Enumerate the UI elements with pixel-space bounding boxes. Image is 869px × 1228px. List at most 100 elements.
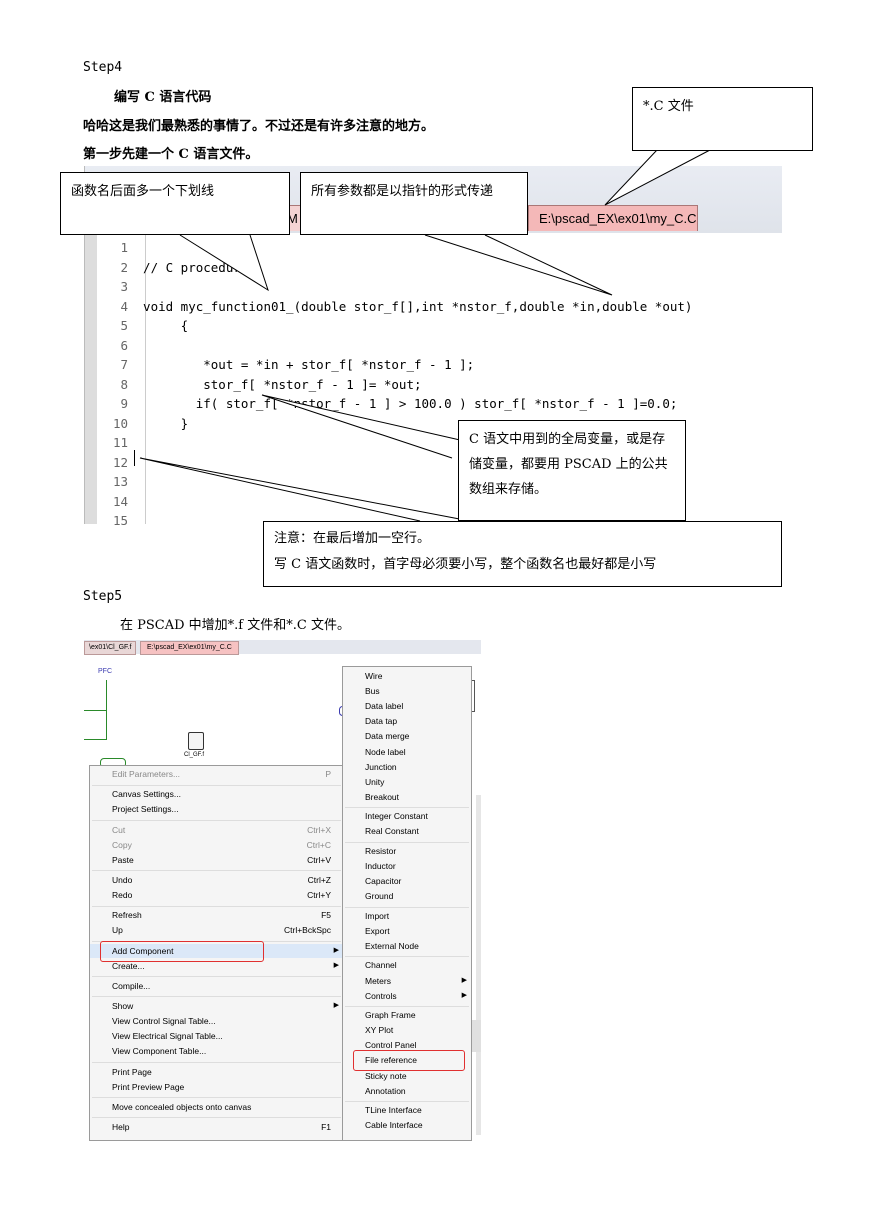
menu-item[interactable]: View Electrical Signal Table... (90, 1029, 343, 1043)
file-icon[interactable] (188, 732, 204, 750)
menu-item[interactable]: Annotation (343, 1084, 471, 1098)
menu-item[interactable]: Ground (343, 889, 471, 903)
menu-item[interactable]: View Control Signal Table... (90, 1014, 343, 1028)
menu-item[interactable]: Graph Frame (343, 1008, 471, 1022)
menu-separator (345, 807, 469, 809)
menu-item[interactable]: Print Preview Page (90, 1080, 343, 1094)
menu-item-label: Undo (112, 874, 133, 885)
menu-item[interactable]: Unity (343, 775, 471, 789)
menu-separator (92, 784, 341, 786)
menu-item[interactable]: Print Page (90, 1065, 343, 1079)
menu-item[interactable]: Move concealed objects onto canvas (90, 1100, 343, 1114)
menu-item-label: Graph Frame (365, 1010, 416, 1021)
menu-item[interactable]: Export (343, 924, 471, 938)
menu-item[interactable]: Sticky note (343, 1069, 471, 1083)
menu-item[interactable]: Data merge (343, 729, 471, 743)
menu-item[interactable]: Real Constant (343, 824, 471, 838)
menu-item-label: Breakout (365, 791, 400, 802)
line-number: 13 (112, 474, 128, 489)
menu-item[interactable]: Channel (343, 958, 471, 972)
file-icon-label: Cl_GF.f (184, 752, 205, 758)
menu-item[interactable]: Add Component▶ (90, 940, 343, 962)
menu-item[interactable]: Breakout (343, 790, 471, 804)
step5-heading: Step5 (83, 589, 123, 604)
menu-item[interactable]: Project Settings... (90, 802, 343, 816)
line-number: 6 (120, 337, 128, 353)
menu-item-label: Compile... (112, 980, 151, 991)
menu-item-label: Project Settings... (112, 804, 179, 815)
menu-separator (92, 819, 341, 821)
menu-item-label: Annotation (365, 1085, 406, 1096)
menu-item[interactable]: Node label (343, 745, 471, 759)
menu-item-label: Meters (365, 975, 391, 986)
submenu-arrow-icon: ▶ (333, 946, 339, 954)
menu-item[interactable]: Cut Ctrl+X (90, 823, 343, 837)
menu-item[interactable]: Cable Interface (343, 1118, 471, 1132)
menu-item[interactable]: Meters ▶ (343, 974, 471, 988)
pscad-tab-c[interactable]: E:\pscad_EX\ex01\my_C.C (140, 641, 239, 655)
menu-item-shortcut: Ctrl+Y (307, 890, 331, 900)
menu-item[interactable]: TLine Interface (343, 1103, 471, 1117)
line-number: 8 (120, 376, 128, 392)
menu-item-label: Up (112, 925, 123, 936)
menu-item-label: Cut (112, 824, 126, 835)
menu-item-label: Edit Parameters... (112, 769, 181, 779)
menu-item[interactable]: View Component Table... (90, 1044, 343, 1058)
menu-item[interactable]: Create...▶ (90, 959, 343, 973)
step4-heading: Step4 (83, 60, 123, 75)
line-number: 12 (112, 454, 128, 470)
menu-item-shortcut: Ctrl+Z (307, 874, 331, 885)
menu-item[interactable]: Show▶ (90, 999, 343, 1013)
menu-item[interactable]: Import (343, 909, 471, 923)
submenu-arrow-icon: ▶ (461, 976, 467, 984)
menu-item-label: Redo (112, 890, 133, 900)
note-line2: 写 C 语文函数时，首字母必须要小写，整个函数名也最好都是小写 (274, 557, 657, 572)
menu-item[interactable]: Resistor (343, 844, 471, 858)
menu-item[interactable]: Data label (343, 699, 471, 713)
menu-item[interactable]: Capacitor (343, 874, 471, 888)
menu-item[interactable]: Undo Ctrl+Z (90, 873, 343, 887)
menu-item[interactable]: Wire (343, 669, 471, 683)
line-number: 11 (112, 435, 128, 450)
pscad-tab-f[interactable]: \ex01\Cl_GF.f (84, 641, 137, 655)
code-text: if( stor_f[ *nstor_f - 1 ] > 100.0 ) sto… (128, 396, 678, 411)
menu-item[interactable]: External Node (343, 939, 471, 953)
menu-item[interactable]: Integer Constant (343, 809, 471, 823)
menu-item-label: Move concealed objects onto canvas (112, 1101, 252, 1112)
menu-item-label: Junction (365, 761, 397, 772)
menu-item[interactable]: Inductor (343, 859, 471, 873)
line-number: 10 (112, 415, 128, 431)
tab-my-c-file[interactable]: E:\pscad_EX\ex01\my_C.C (528, 205, 698, 231)
menu-item-label: Controls (365, 990, 397, 1001)
menu-item-label: Data tap (365, 716, 398, 727)
code-line: 4 void myc_function01_(double stor_f[],i… (84, 297, 692, 316)
menu-item[interactable]: Controls▶ (343, 989, 471, 1003)
menu-item[interactable]: File reference (343, 1050, 471, 1072)
step4-line2: 第一步先建一个 C 语言文件。 (83, 147, 259, 162)
menu-item-label: XY Plot (365, 1025, 394, 1036)
menu-item-label: View Control Signal Table... (112, 1016, 216, 1027)
menu-item[interactable]: Compile... (90, 979, 343, 993)
menu-item[interactable]: Control Panel (343, 1038, 471, 1052)
menu-item[interactable]: Edit Parameters... P (90, 767, 343, 781)
menu-item-shortcut: P (325, 769, 331, 779)
menu-item[interactable]: XY Plot (343, 1023, 471, 1037)
code-line: 1 (84, 238, 128, 257)
menu-item[interactable]: Bus (343, 684, 471, 698)
menu-item[interactable]: Canvas Settings... (90, 787, 343, 801)
menu-item-label: Real Constant (365, 826, 419, 837)
menu-item[interactable]: Data tap (343, 714, 471, 728)
menu-item-shortcut: Ctrl+X (307, 824, 331, 835)
context-menu: Edit Parameters... P Canvas Settings... Pro… (89, 765, 344, 1141)
menu-item-label: File reference (365, 1055, 417, 1066)
menu-item[interactable]: Junction (343, 760, 471, 774)
code-text: *out = *in + stor_f[ *nstor_f - 1 ]; (128, 357, 475, 372)
menu-item[interactable]: Redo Ctrl+Y (90, 888, 343, 902)
menu-item-label: Paste (112, 854, 134, 865)
